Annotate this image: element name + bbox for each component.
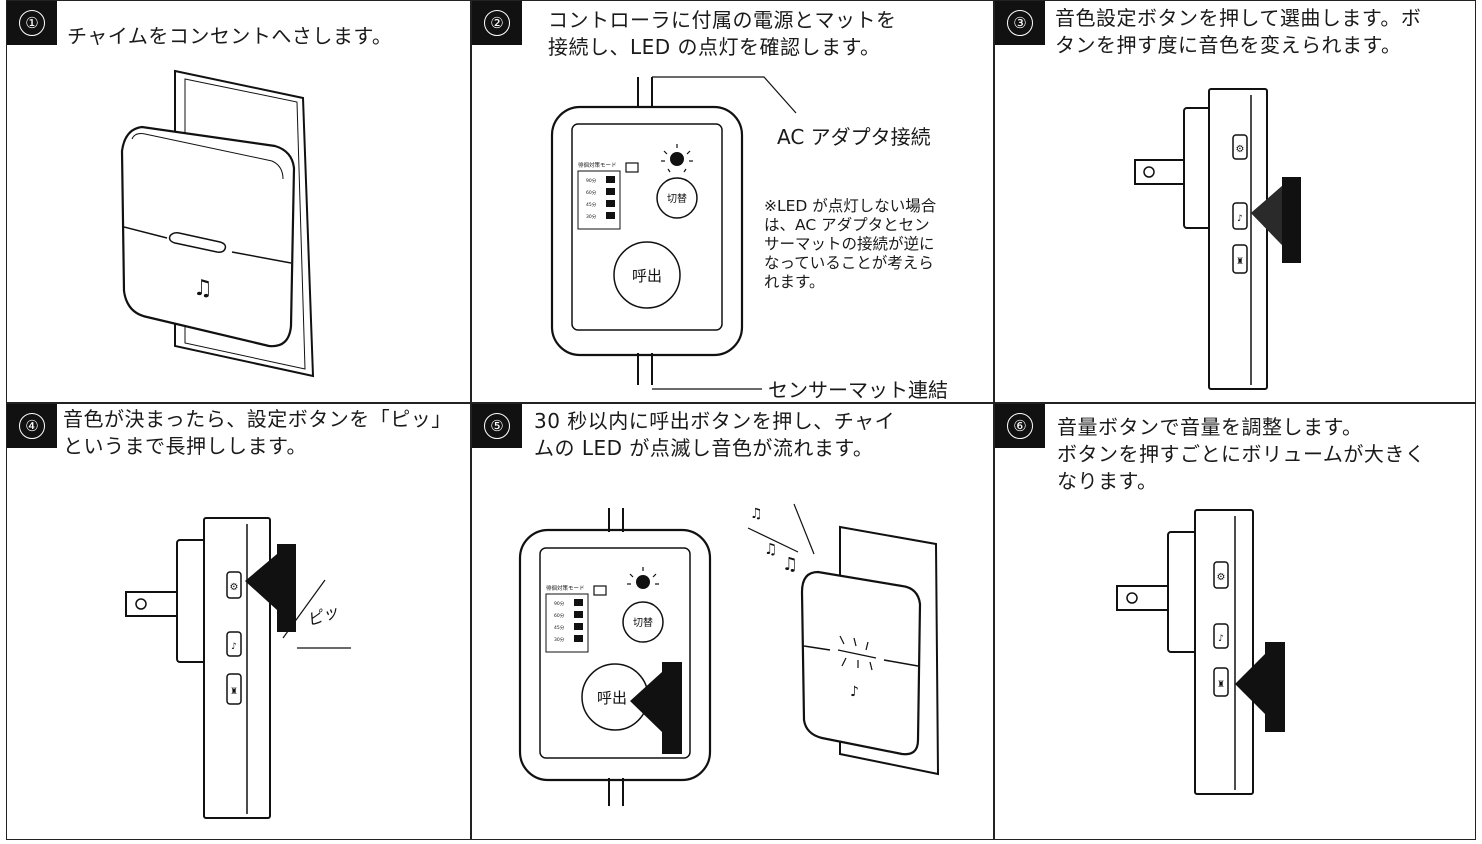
timer-label: 30分	[586, 213, 597, 220]
speaker-icon: ♜	[1217, 680, 1225, 690]
music-note-icon: ♪	[231, 642, 237, 652]
timer-label: 30分	[554, 636, 565, 643]
step-number: ①	[19, 10, 45, 36]
grid-divider	[470, 0, 472, 840]
press-arrow-icon	[630, 662, 682, 754]
timer-label: 90分	[554, 600, 565, 607]
music-note-icon: ♪	[1237, 214, 1243, 224]
step-number: ⑤	[484, 413, 510, 439]
grid-divider	[6, 402, 1476, 404]
sensor-mat-label: センサーマット連結	[768, 378, 948, 402]
music-note-icon: ♫	[193, 276, 213, 301]
timer-label: 60分	[586, 189, 597, 196]
mode-label: 徘徊対策モード	[578, 161, 617, 169]
step-text: 音量ボタンで音量を調整します。 ボタンを押すごとにボリュームが大きく なります。	[1057, 415, 1426, 493]
switch-button-label: 切替	[633, 616, 653, 629]
step-number-badge: ①	[7, 1, 57, 45]
step-panel-5: ⑤ 30 秒以内に呼出ボタンを押し、チャイ ムの LED が点滅し音色が流れます…	[472, 404, 993, 840]
call-button-label: 呼出	[597, 689, 627, 707]
step-panel-1: ① チャイムをコンセントへさします。 ♫	[7, 1, 470, 402]
timer-label: 90分	[586, 177, 597, 184]
chime-volume-illustration: ⚙ ♪ ♜	[1116, 509, 1285, 795]
music-note-icon: ♪	[1218, 634, 1224, 644]
chime-plugged-illustration: ♫	[120, 69, 315, 378]
music-note-icon: ♪	[850, 684, 859, 700]
press-arrow-icon	[245, 544, 296, 632]
music-note-icon: ♫	[782, 554, 798, 575]
speaker-icon: ♜	[230, 687, 238, 697]
step-panel-3: ③ 音色設定ボタンを押して選曲します。ボ タンを押す度に音色を変えられます。 ⚙…	[995, 1, 1475, 402]
step-number: ⑥	[1007, 413, 1033, 439]
call-button-label: 呼出	[632, 267, 662, 285]
chime-long-press-illustration: ⚙ ♪ ♜ ピッ	[125, 517, 351, 819]
press-arrow-icon	[1235, 642, 1285, 732]
step-number-badge: ③	[995, 1, 1045, 45]
step-number: ④	[19, 413, 45, 439]
step-text: 音色設定ボタンを押して選曲します。ボ タンを押す度に音色を変えられます。	[1055, 6, 1422, 57]
step-panel-6: ⑥ 音量ボタンで音量を調整します。 ボタンを押すごとにボリュームが大きく なりま…	[995, 404, 1475, 840]
timer-label: 60分	[554, 612, 565, 619]
step-number-badge: ⑥	[995, 404, 1045, 448]
speaker-icon: ♜	[1236, 257, 1244, 267]
step-text: 30 秒以内に呼出ボタンを押し、チャイ ムの LED が点滅し音色が流れます。	[534, 409, 896, 460]
music-note-icon: ♫	[750, 506, 763, 522]
panel-grid	[6, 0, 1476, 840]
grid-divider	[993, 0, 995, 840]
step-number: ②	[484, 10, 510, 36]
step-number-badge: ②	[472, 1, 522, 45]
step-number-badge: ⑤	[472, 404, 522, 448]
gear-icon: ⚙	[1217, 572, 1226, 583]
step-panel-2: ② コントローラに付属の電源とマットを 接続し、LED の点灯を確認します。	[472, 1, 993, 402]
switch-button-label: 切替	[667, 192, 687, 205]
gear-icon: ⚙	[230, 582, 239, 593]
step-text: コントローラに付属の電源とマットを 接続し、LED の点灯を確認します。	[548, 8, 897, 59]
call-and-chime-illustration: 徘徊対策モード 90分 60分 45分 30分 切替 呼出	[518, 503, 940, 806]
ac-adapter-label: AC アダプタ接続	[777, 125, 931, 149]
gear-icon: ⚙	[1236, 144, 1245, 155]
timer-label: 45分	[586, 201, 597, 208]
mode-label: 徘徊対策モード	[546, 584, 585, 592]
step-text: 音色が決まったら、設定ボタンを「ピッ」 というまで長押しします。	[63, 407, 452, 458]
step-text: チャイムをコンセントへさします。	[67, 24, 393, 48]
chime-side-illustration: ⚙ ♪ ♜	[1134, 88, 1301, 390]
step-number-badge: ④	[7, 404, 57, 448]
beep-sound-label: ピッ	[304, 602, 340, 630]
step-number: ③	[1007, 10, 1033, 36]
music-note-icon: ♫	[764, 540, 777, 558]
timer-label: 45分	[554, 624, 565, 631]
controller-illustration: 徘徊対策モード 90分 60分 45分 30分 切替 呼出	[550, 76, 797, 390]
step-panel-4: ④ 音色が決まったら、設定ボタンを「ピッ」 というまで長押しします。 ⚙ ♪ ♜…	[7, 404, 470, 840]
led-note: ※LED が点灯しない場合 は、AC アダプタとセン サーマットの接続が逆に な…	[764, 197, 937, 291]
